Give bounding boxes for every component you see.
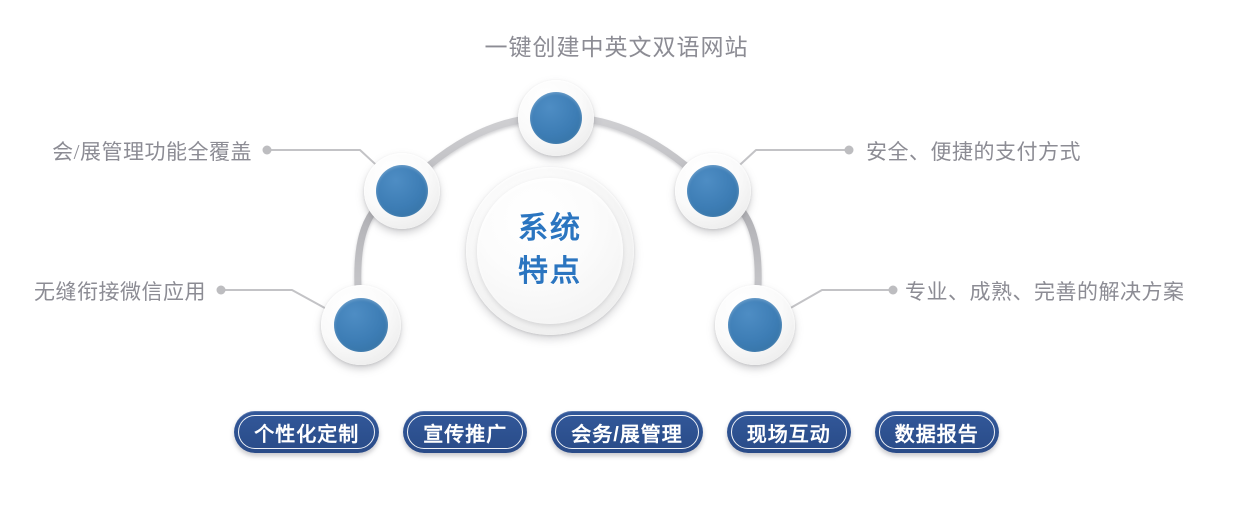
- pill-management[interactable]: 会务/展管理: [551, 411, 703, 453]
- label-lower-right: 专业、成熟、完善的解决方案: [905, 280, 1185, 304]
- node-lower-right[interactable]: [715, 285, 795, 365]
- label-lower-left: 无缝衔接微信应用: [34, 280, 206, 304]
- center-label-line1: 系统: [518, 212, 582, 246]
- leader-dot-lower-right: [888, 285, 898, 295]
- center-disc: 系统 特点: [466, 167, 634, 335]
- node-upper-left[interactable]: [364, 153, 440, 229]
- pill-custom-label: 个性化定制: [254, 423, 360, 446]
- pill-onsite-label: 现场互动: [746, 423, 831, 446]
- pill-promotion[interactable]: 宣传推广: [403, 411, 528, 453]
- node-core-lower-right: [728, 298, 782, 352]
- pill-report[interactable]: 数据报告: [874, 411, 999, 453]
- pill-row: 个性化定制 宣传推广 会务/展管理 现场互动 数据报告: [0, 411, 1233, 453]
- node-top[interactable]: [518, 80, 594, 156]
- leader-dot-lower-left: [216, 285, 226, 295]
- node-core-upper-right: [687, 165, 739, 217]
- pill-report-label: 数据报告: [894, 423, 979, 446]
- node-upper-right[interactable]: [675, 153, 751, 229]
- node-lower-left[interactable]: [321, 285, 401, 365]
- center-label: 系统 特点: [518, 208, 582, 293]
- leader-dot-upper-right: [844, 145, 854, 155]
- node-core-top: [530, 92, 582, 144]
- center-label-line2: 特点: [518, 255, 582, 288]
- diagram-title: 一键创建中英文双语网站: [484, 35, 749, 60]
- label-upper-right: 安全、便捷的支付方式: [866, 140, 1081, 164]
- pill-management-label: 会务/展管理: [571, 423, 683, 446]
- node-core-lower-left: [334, 298, 388, 352]
- pill-custom[interactable]: 个性化定制: [234, 411, 380, 453]
- pill-onsite[interactable]: 现场互动: [726, 411, 851, 453]
- node-core-upper-left: [376, 165, 428, 217]
- label-upper-left: 会/展管理功能全覆盖: [52, 140, 252, 164]
- leader-dot-upper-left: [262, 145, 272, 155]
- pill-promotion-label: 宣传推广: [423, 423, 508, 446]
